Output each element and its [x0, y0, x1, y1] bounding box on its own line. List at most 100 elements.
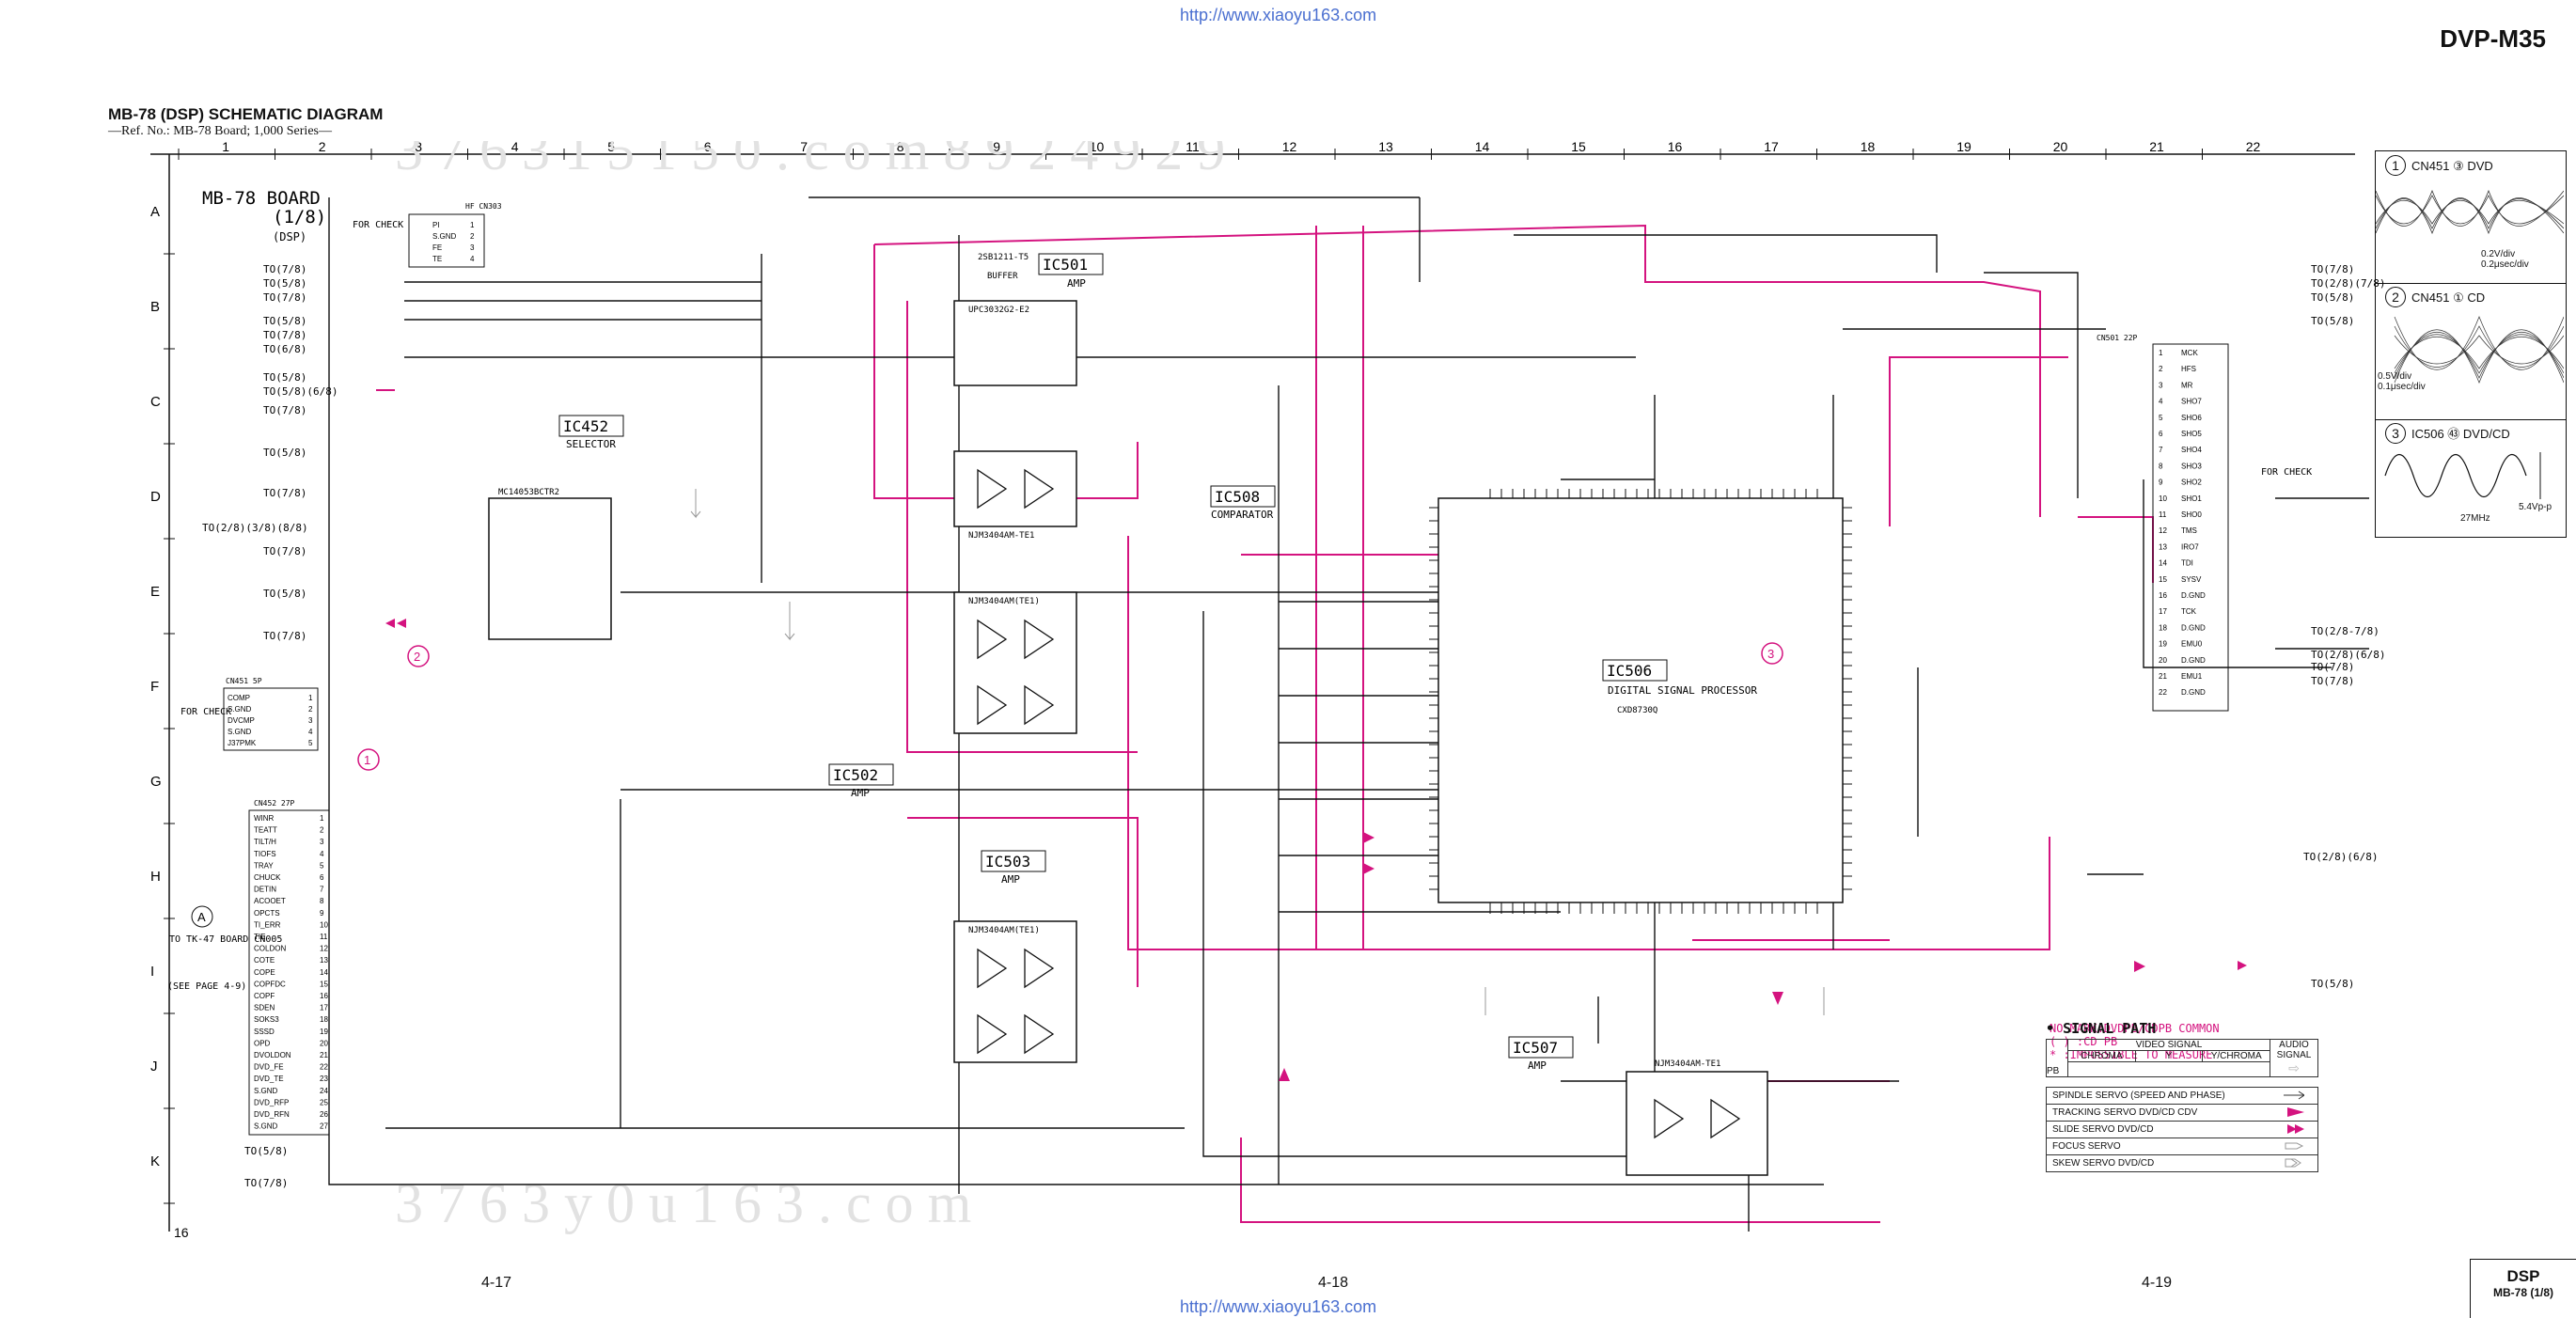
for-check-a: FOR CHECK [353, 220, 403, 230]
grid-row-D: D [150, 489, 161, 505]
ic-bodies [488, 300, 1844, 1176]
left-to-label-5: TO(7/8) [263, 329, 306, 341]
cn501-pin-num-20: 20 [2159, 656, 2167, 665]
left-to-label-7: TO(5/8) [263, 371, 306, 384]
ic-labels: IC501 AMP IC452 SELECTOR IC508 COMPARATO… [498, 253, 1757, 1072]
ic501-func: AMP [1067, 277, 1086, 290]
source-url-top[interactable]: http://www.xiaoyu163.com [1180, 6, 1377, 24]
cn452-pin-num-9: 9 [320, 909, 324, 918]
cn452-pin-20: OPD [254, 1039, 271, 1047]
ic508-part: NJM3404AM-TE1 [968, 531, 1034, 541]
grid-column-21: 21 [2149, 141, 2164, 154]
grid-column-1: 1 [222, 141, 229, 154]
cn452-pin-18: SOKS3 [254, 1015, 279, 1024]
slide-arrow-icon [2287, 1124, 2304, 1134]
cn451-pin-num-3: 3 [308, 716, 313, 725]
cn452-pin-26: DVD_RFN [254, 1110, 290, 1119]
ic506-pins [1429, 489, 1852, 914]
ic506-body [1437, 497, 1844, 903]
left-to-labels: TO(7/8)TO(5/8)TO(7/8)TO(5/8)TO(7/8)TO(6/… [202, 263, 338, 1189]
audio-signal-group: AUDIO SIGNAL ⇨ [2270, 1040, 2317, 1076]
right-to-label-9: TO(2/8)(6/8) [2303, 851, 2378, 863]
cn451-pin-3: DVCMP [228, 716, 255, 725]
cn452-pin-10: TI_ERR [254, 920, 281, 929]
eye-pattern-1 [2376, 189, 2564, 235]
waveform-3-vpp: 5.4Vp-p [2519, 502, 2552, 512]
cn452-pin-num-18: 18 [320, 1015, 328, 1024]
cn452-pin-24: S.GND [254, 1087, 278, 1095]
grid-row-C: C [150, 394, 161, 410]
ic506-part: CXD8730Q [1617, 706, 1657, 715]
cn452-pin-num-20: 20 [320, 1039, 328, 1047]
left-to-label-11: TO(7/8) [263, 487, 306, 499]
cn452-pin-num-7: 7 [320, 886, 324, 894]
servo-arrows [385, 619, 2247, 1081]
left-to-label-3: TO(7/8) [263, 291, 306, 304]
grid-column-7: 7 [800, 141, 808, 154]
cn501-pin-16: D.GND [2181, 591, 2206, 600]
ic452-ref: IC452 [563, 417, 608, 435]
grid-row-K: K [150, 1153, 160, 1169]
cn501-pin-num-22: 22 [2159, 688, 2167, 697]
right-to-label-8: TO(7/8) [2311, 675, 2354, 687]
cn452-pin-num-8: 8 [320, 897, 324, 905]
cn501-pin-num-12: 12 [2159, 526, 2167, 535]
left-to-label-13: TO(7/8) [263, 545, 306, 557]
cn501-pin-6: SHO5 [2181, 430, 2202, 438]
col-y: Y [2136, 1051, 2204, 1061]
cn501-pin-5: SHO6 [2181, 414, 2202, 422]
left-to-label-10: TO(5/8) [263, 447, 306, 459]
cn501: CN501 22P MCK1HFS2MR3SHO74SHO65SHO56SHO4… [2097, 334, 2312, 712]
ic508-ref: IC508 [1215, 488, 1260, 506]
svg-text:( ) :CD PB: ( ) :CD PB [2050, 1035, 2117, 1048]
sine-wave-3 [2384, 452, 2541, 499]
for-check-d: FOR CHECK [2261, 467, 2312, 478]
grid-column-16: 16 [1668, 141, 1683, 154]
grid-row-I: I [150, 964, 154, 980]
cn452-pin-num-25: 25 [320, 1098, 328, 1106]
left-to-label-16: TO(5/8) [244, 1145, 288, 1157]
signal-path-header: PB VIDEO SIGNAL CHROMA Y Y/CHROMA AUDIO … [2046, 1039, 2318, 1077]
ic452-body [488, 497, 612, 640]
ic503-func: AMP [1001, 873, 1020, 886]
cn451-pin-num-2: 2 [308, 705, 313, 714]
grid-column-15: 15 [1571, 141, 1586, 154]
cn452-pin-num-16: 16 [320, 992, 328, 1000]
svg-text:3 7 6 3 y 0 u 1 6 3: 3 7 6 3 y 0 u 1 6 3 . c o m [395, 1172, 971, 1234]
waveform-2-scale: 0.5V/div 0.1μsec/div [2378, 371, 2426, 392]
cn452-pin-6: CHUCK [254, 873, 281, 882]
tk47-badge: A [197, 910, 206, 924]
svg-text:HF CN303: HF CN303 [465, 202, 502, 211]
cn501-pin-15: SYSV [2181, 575, 2202, 584]
waveform-3-freq: 27MHz [2460, 513, 2490, 524]
tk47-title: TO TK-47 BOARD CN005 [169, 934, 282, 945]
ic503-body [953, 920, 1077, 1063]
grid-column-5: 5 [607, 141, 615, 154]
legend-slide: SLIDE SERVO DVD/CD [2046, 1122, 2318, 1138]
test-point-1: 1 [364, 753, 370, 767]
cn501-pin-num-11: 11 [2159, 510, 2167, 519]
left-to-label-1: TO(7/8) [263, 263, 306, 275]
cn452-pin-num-19: 19 [320, 1028, 328, 1036]
col-chroma: CHROMA [2068, 1051, 2136, 1061]
video-signal-group: VIDEO SIGNAL CHROMA Y Y/CHROMA [2068, 1040, 2270, 1076]
grid-column-11: 11 [1186, 141, 1200, 154]
cn452-pin-num-24: 24 [320, 1087, 328, 1095]
svg-text:CN451 5P: CN451 5P [226, 677, 262, 685]
board-name: MB-78 BOARD [202, 188, 321, 209]
left-to-label-8: TO(5/8)(6/8) [263, 385, 338, 398]
cn451-pin-num-1: 1 [308, 694, 313, 702]
cn452-pin-num-27: 27 [320, 1122, 328, 1131]
cn452-pin-25: DVD_RFP [254, 1098, 289, 1106]
legend-focus: FOCUS SERVO [2046, 1138, 2318, 1155]
audio-signal-label: AUDIO SIGNAL [2276, 1040, 2312, 1060]
cn501-pin-18: D.GND [2181, 623, 2206, 632]
source-url-bottom[interactable]: http://www.xiaoyu163.com [1180, 1297, 1377, 1316]
cn303-pin-num-1: 1 [470, 221, 475, 229]
page-number-left: 4-17 [481, 1275, 512, 1291]
cn501-pin-20: D.GND [2181, 656, 2206, 665]
left-to-label-9: TO(7/8) [263, 404, 306, 416]
